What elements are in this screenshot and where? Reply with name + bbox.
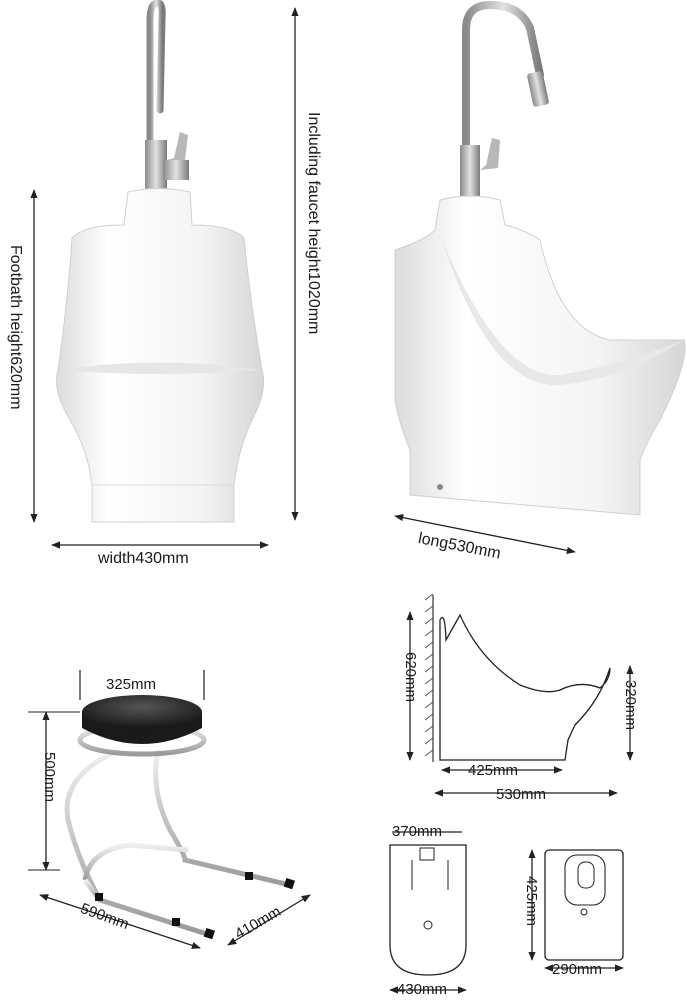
stool-height-label: 500mm xyxy=(41,752,58,803)
side-total-label: 530mm xyxy=(496,786,547,803)
stool-length-dim-line xyxy=(39,894,201,949)
side-section-drawing xyxy=(424,593,611,762)
back-width-label: 290mm xyxy=(552,961,603,978)
top-view-drawing xyxy=(389,844,467,976)
long-dim-line xyxy=(394,514,576,554)
stool-top-label: 325mm xyxy=(106,676,157,693)
side-height-label: 620mm xyxy=(402,652,419,703)
stool-illustration xyxy=(64,695,295,940)
top-inner-label: 370mm xyxy=(392,823,443,840)
side-base-label: 425mm xyxy=(468,762,519,779)
width-label: width430mm xyxy=(98,550,189,567)
top-outer-label: 430mm xyxy=(397,981,448,998)
footbath-front-view xyxy=(56,0,265,523)
faucet-height-label: Including faucet height1020mm xyxy=(305,112,322,335)
stool-width-dim-line xyxy=(227,894,311,946)
back-view-drawing xyxy=(544,849,624,961)
back-height-label: 425mm xyxy=(523,876,540,927)
side-rim-label: 320mm xyxy=(622,680,639,731)
footbath-perspective-view xyxy=(394,0,686,516)
footbath-height-label: Footbath height620mm xyxy=(7,245,24,410)
